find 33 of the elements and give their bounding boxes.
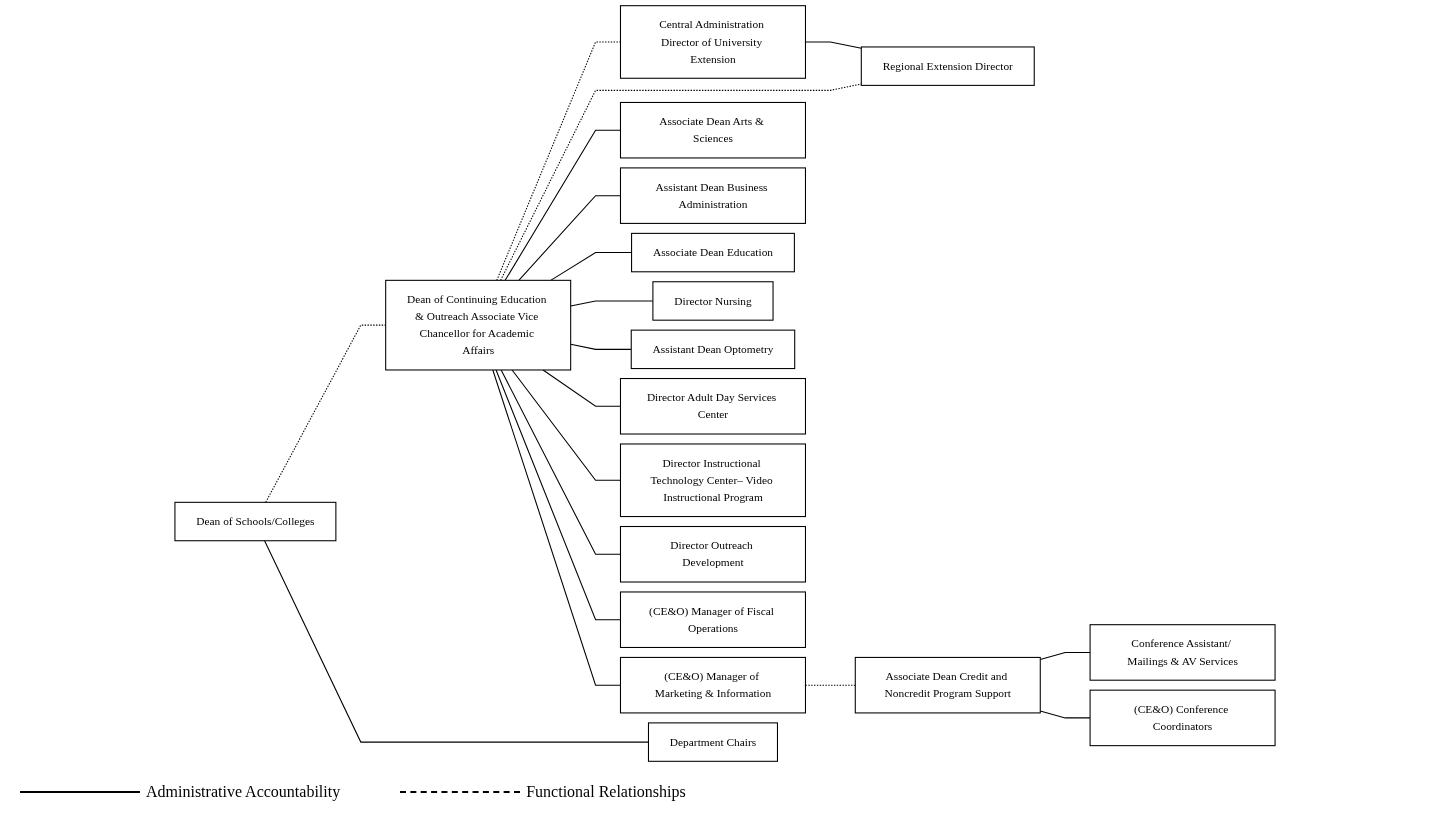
connector <box>504 129 621 281</box>
connector <box>542 369 621 407</box>
node-box: (CE&O) Manager of Marketing & Information <box>619 656 806 714</box>
node-box: Director Outreach Development <box>619 525 806 583</box>
connector <box>492 369 621 686</box>
connector <box>1039 710 1091 719</box>
connector <box>570 343 632 350</box>
connector <box>495 369 621 621</box>
node-box: Department Chairs <box>647 722 778 762</box>
node-box: Director Adult Day Services Center <box>619 378 806 435</box>
connector <box>511 369 621 481</box>
node-box: Central Administration Director of University Extension <box>619 5 806 79</box>
connector <box>500 369 621 555</box>
connector <box>518 195 621 281</box>
connector <box>496 41 621 281</box>
node-box: Assistant Dean Business Administration <box>619 167 806 224</box>
node-box: (CE&O) Conference Coordinators <box>1089 689 1276 747</box>
node-box: Assistant Dean Optometry <box>630 329 796 370</box>
node-box: (CE&O) Manager of Fiscal Operations <box>619 591 806 648</box>
node-box: Dean of Continuing Education & Outreach Associate Vice Chancellor for Academic Affairs <box>385 279 572 371</box>
node-box: Director Instructional Technology Center– Video Instructional Program <box>619 443 806 518</box>
node-box: Associate Dean Arts & Sciences <box>619 101 806 159</box>
connector <box>264 540 649 743</box>
node-box: Director Nursing <box>652 281 774 321</box>
node-box: Associate Dean Education <box>631 232 795 273</box>
legend-label: Administrative Accountability <box>146 783 341 801</box>
connector <box>500 83 862 281</box>
node-box: Regional Extension Director <box>860 46 1035 86</box>
node-box: Dean of Schools/Colleges <box>174 501 337 542</box>
legend-label: Functional Relationships <box>526 783 686 801</box>
node-box: Conference Assistant/ Mailings & AV Services <box>1089 624 1276 681</box>
connector <box>1039 651 1091 660</box>
node-box: Associate Dean Credit and Noncredit Program Support <box>854 656 1041 714</box>
